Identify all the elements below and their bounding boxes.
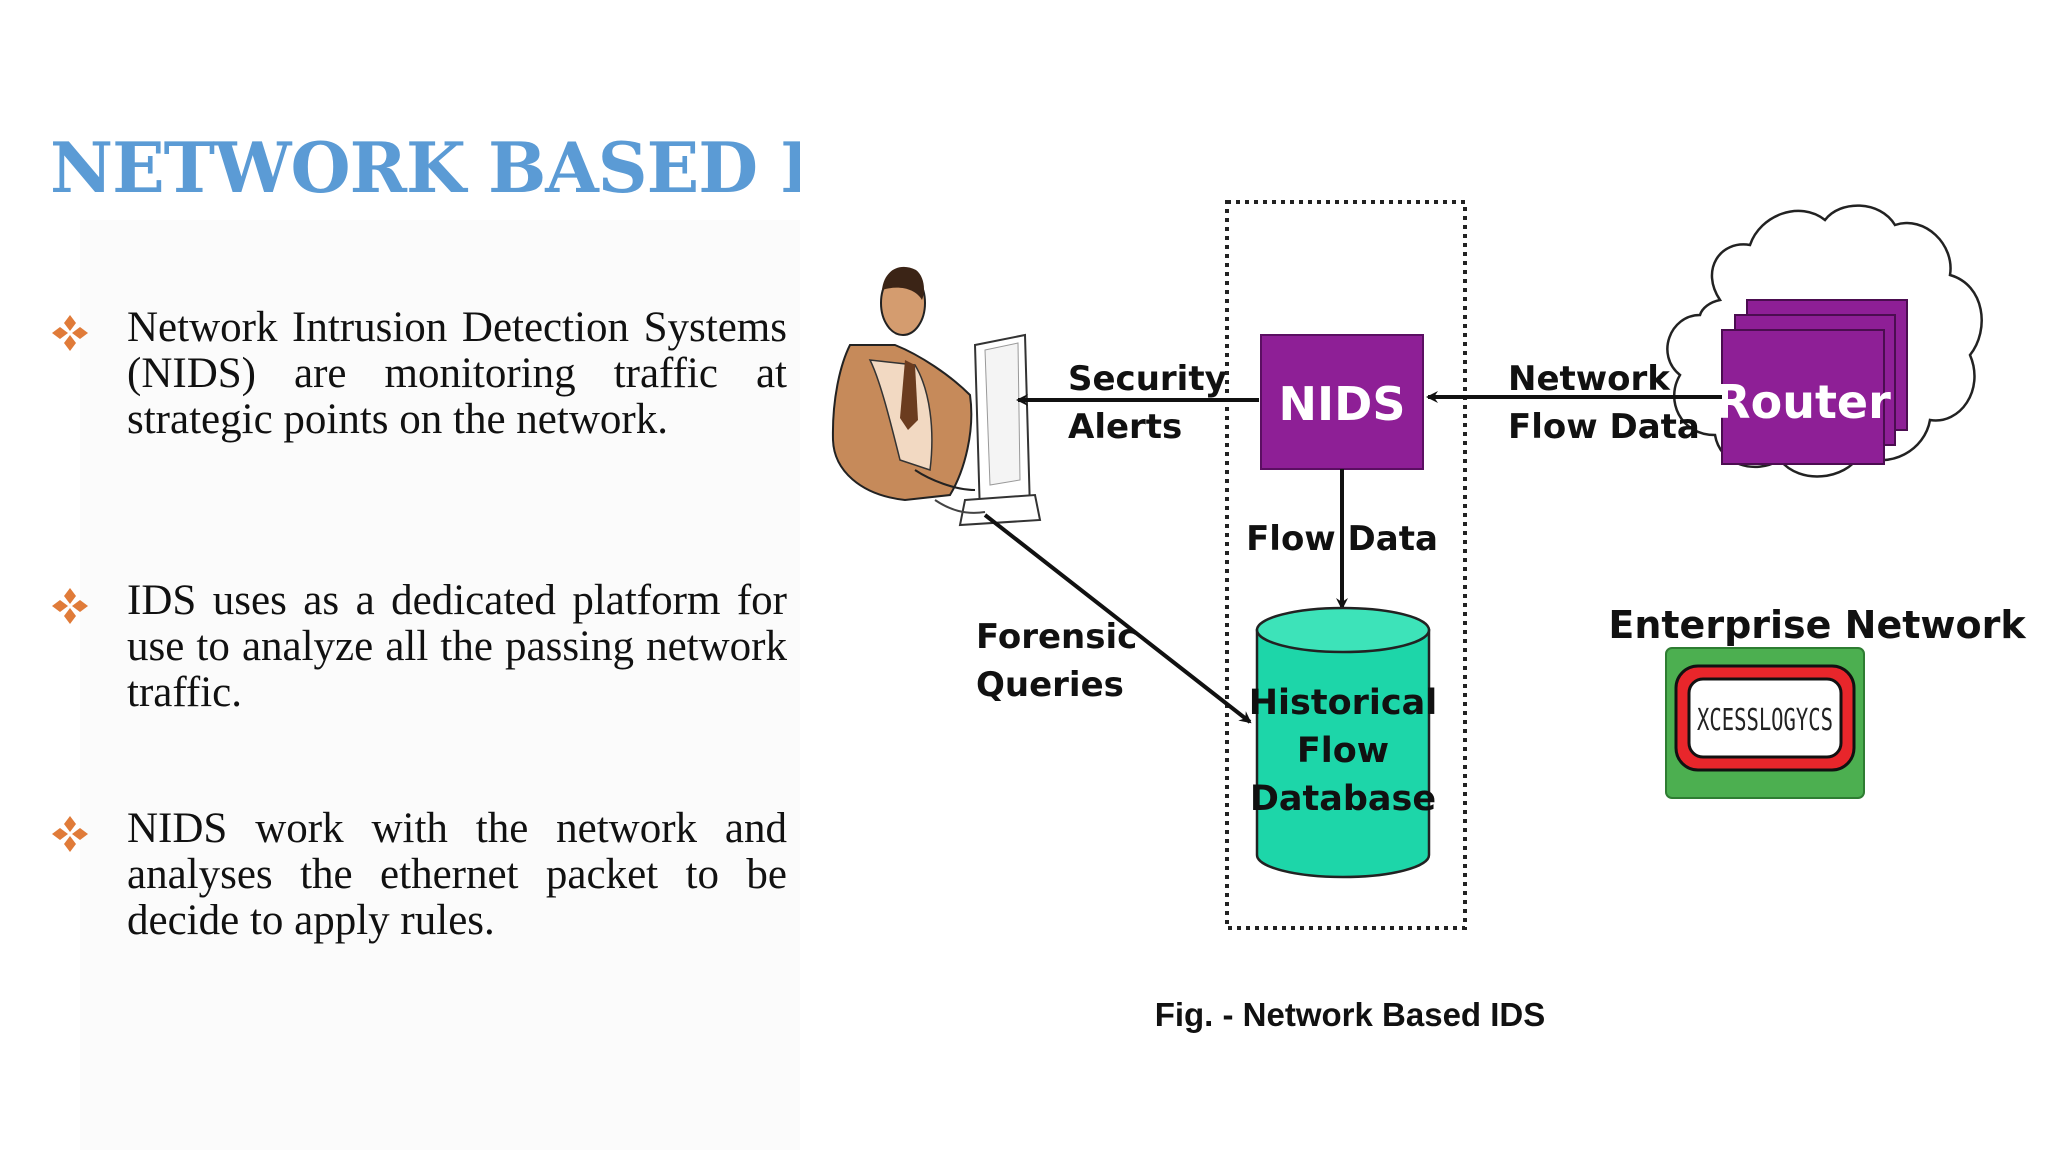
nids-label: NIDS [1279,377,1406,431]
enterprise-network-label: Enterprise Network [1608,603,2026,647]
bullet-text: Network Intrusion Detection Systems (NID… [127,304,787,443]
nids-box [1260,334,1424,470]
database-label-line3: Database [1250,779,1436,819]
database-label-line1: Historical [1249,683,1438,723]
database-label-line2: Flow [1297,731,1389,771]
historical-flow-database [1255,606,1431,879]
bullet-text: IDS uses as a dedicated platform for use… [127,577,787,716]
figure-caption: Fig. - Network Based IDS [1154,996,1546,1033]
flow-data-label: Flow Data [1246,519,1438,559]
analyst-at-computer-icon [831,266,1042,527]
diamond-cluster-icon [52,315,88,351]
xcesslogycs-logo [1665,647,1865,799]
network-flow-label-line1: Network [1508,359,1671,399]
forensic-queries-arrow [983,513,1252,724]
logo-text: XCESSLOGYCS [1697,703,1833,738]
forensic-label-line2: Queries [976,665,1124,705]
security-alerts-label-line2: Alerts [1068,407,1182,447]
ids-boundary-box [1225,200,1467,930]
router-box [1721,329,1885,465]
diamond-cluster-icon [52,588,88,624]
diamond-cluster-icon [52,816,88,852]
security-alerts-label-line1: Security [1068,359,1227,399]
forensic-label-line1: Forensic [976,617,1137,657]
slide-title: NETWORK BASED IDS [50,128,800,209]
network-flow-label-line2: Flow Data [1508,407,1700,447]
text-panel-background [80,220,800,1150]
router-label: Router [1715,375,1891,429]
bullet-text: NIDS work with the network and analyses … [127,805,787,944]
